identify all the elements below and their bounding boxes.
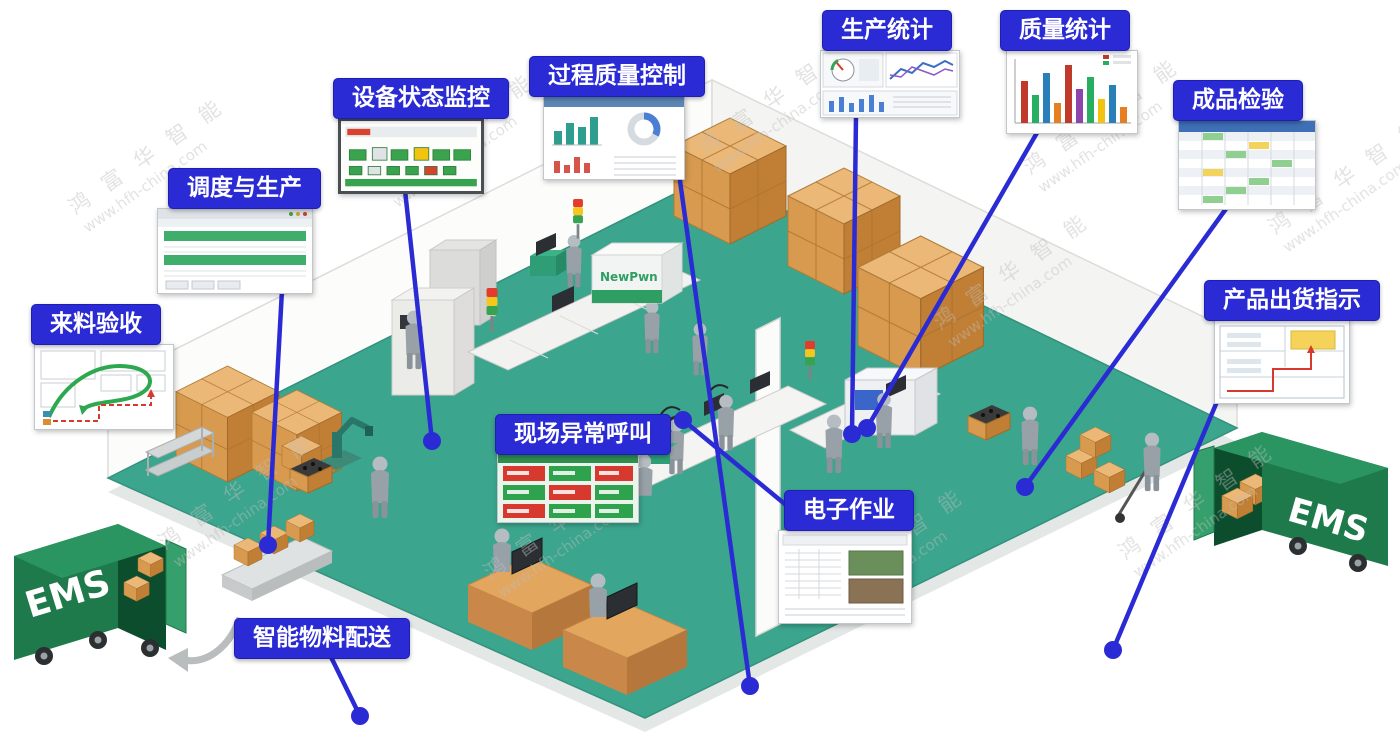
shipment-instruction-screenshot bbox=[1214, 320, 1350, 404]
leader-lines bbox=[265, 91, 1255, 719]
right-logistics-area bbox=[967, 405, 1161, 523]
callout-finished-product-inspection: 成品检验 bbox=[1173, 80, 1303, 121]
andon-board-screenshot bbox=[497, 453, 639, 523]
callout-product-shipment-instruction: 产品出货指示 bbox=[1204, 280, 1380, 321]
robot-arm bbox=[334, 417, 370, 439]
incoming-inspection-screenshot bbox=[34, 344, 174, 430]
office-desks bbox=[466, 528, 689, 695]
left-material-area bbox=[144, 365, 389, 518]
callout-scheduling-production: 调度与生产 bbox=[168, 168, 321, 209]
newpwn-machine: NewPwn bbox=[590, 242, 684, 304]
scheduling-production-screenshot bbox=[157, 208, 313, 294]
callout-electronic-work-instruction: 电子作业 bbox=[784, 490, 914, 531]
process-quality-screenshot bbox=[543, 96, 685, 180]
callout-equipment-status-monitoring: 设备状态监控 bbox=[333, 78, 509, 119]
loading-arrow bbox=[183, 616, 244, 665]
smt-machines bbox=[390, 239, 498, 396]
callout-onsite-abnormal-call: 现场异常呼叫 bbox=[495, 414, 671, 455]
esop-screenshot bbox=[778, 530, 912, 624]
production-statistics-screenshot bbox=[820, 50, 960, 118]
quality-statistics-screenshot bbox=[1006, 50, 1138, 134]
test-station bbox=[788, 341, 942, 474]
callout-incoming-inspection: 来料验收 bbox=[31, 304, 161, 345]
machine-brand-label: NewPwn bbox=[600, 270, 658, 284]
finished-inspection-screenshot bbox=[1178, 120, 1316, 210]
leader-dots bbox=[259, 411, 1122, 725]
callout-process-quality-control: 过程质量控制 bbox=[529, 56, 705, 97]
partition-wall bbox=[755, 316, 781, 638]
callout-production-statistics: 生产统计 bbox=[822, 10, 952, 51]
callout-quality-statistics: 质量统计 bbox=[1000, 10, 1130, 51]
ems-truck-left: EMS bbox=[14, 524, 187, 665]
callout-smart-material-delivery: 智能物料配送 bbox=[234, 618, 410, 659]
ems-truck-right: EMS bbox=[1193, 432, 1388, 572]
equipment-status-screenshot bbox=[338, 118, 484, 194]
hand-truck bbox=[1116, 469, 1148, 517]
upper-workstation bbox=[530, 233, 582, 288]
